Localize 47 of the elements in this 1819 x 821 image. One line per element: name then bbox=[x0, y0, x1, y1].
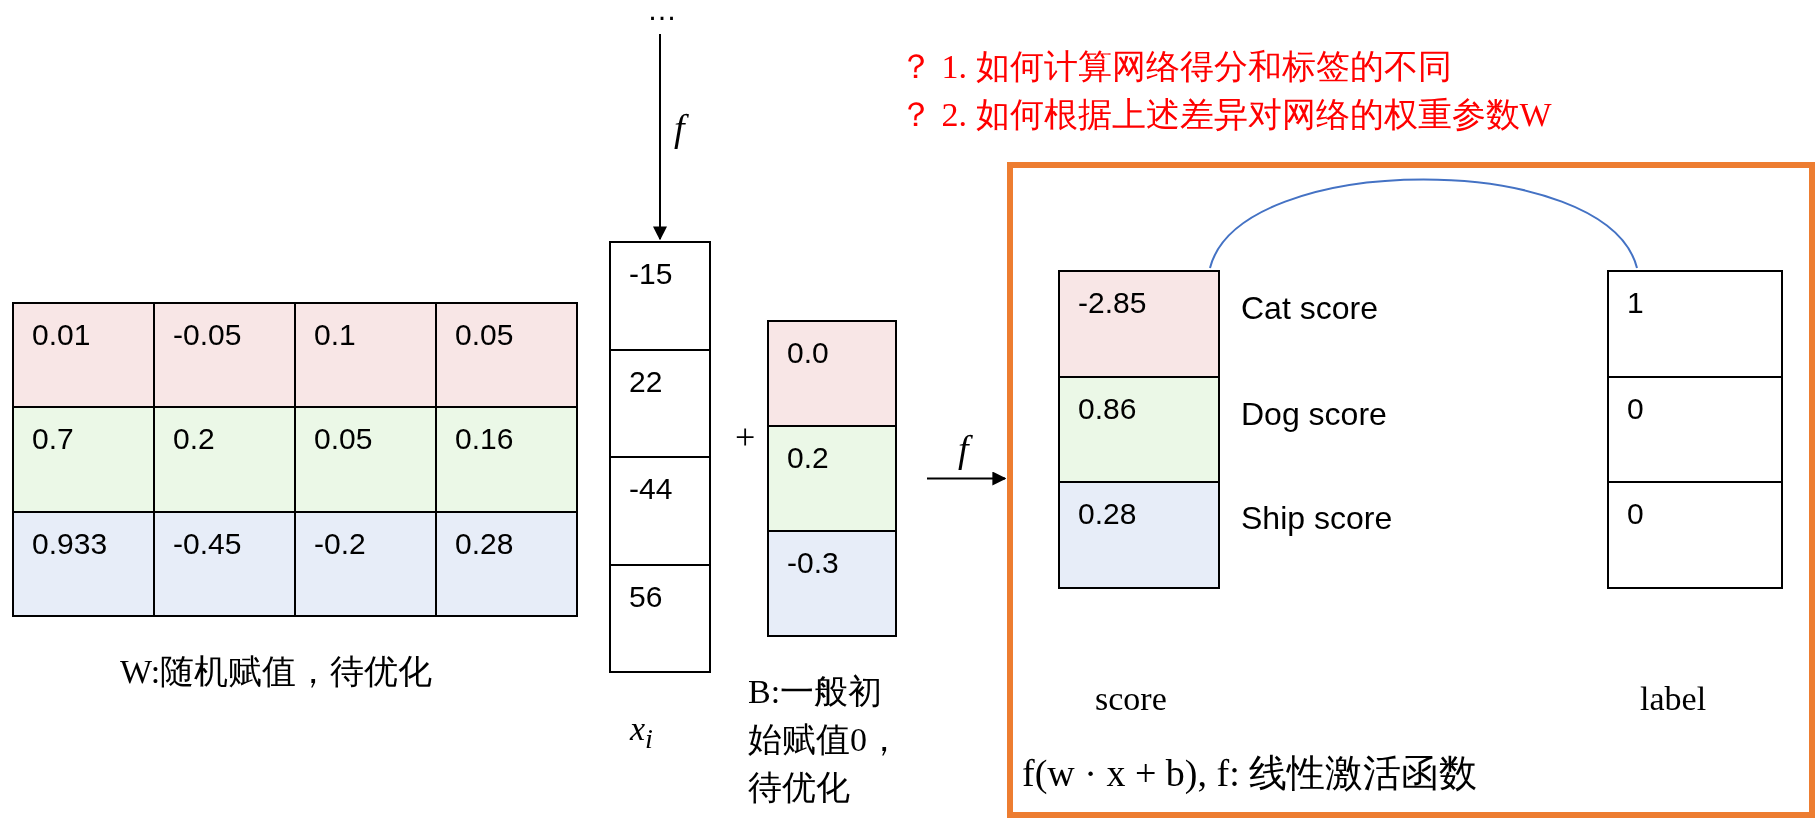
ellipsis-text: … bbox=[640, 0, 684, 30]
class-label: Dog score bbox=[1241, 396, 1387, 433]
matrix-cell: 0.16 bbox=[437, 408, 578, 513]
matrix-cell: 1 bbox=[1609, 272, 1783, 378]
matrix-cell: -0.3 bbox=[769, 532, 897, 637]
matrix-cell: 0.05 bbox=[296, 408, 437, 513]
caption-text: B:一般初始赋值0，待优化 bbox=[748, 672, 902, 808]
matrix-cell: 0.86 bbox=[1060, 377, 1220, 484]
matrix-cell: 0.933 bbox=[14, 512, 155, 617]
matrix-cell: -0.2 bbox=[296, 512, 437, 617]
matrix-cell: -0.45 bbox=[155, 512, 296, 617]
caption-text: x$_{i}$ bbox=[630, 709, 653, 756]
question-text: ？ 1. 如何计算网络得分和标签的不同 bbox=[899, 47, 1452, 87]
arrow bbox=[926, 471, 1007, 486]
highlight-frame bbox=[1007, 162, 1815, 818]
matrix-cell: 0.1 bbox=[296, 304, 437, 409]
caption-text: W:随机赋值，待优化 bbox=[120, 652, 433, 692]
vector-column bbox=[1607, 270, 1783, 589]
vector-column bbox=[767, 320, 897, 637]
matrix-cell: -44 bbox=[611, 458, 711, 566]
vector-column bbox=[609, 241, 711, 673]
matrix-cell: 22 bbox=[611, 350, 711, 458]
formula-text: f(w · x + b), f: 线性激活函数 bbox=[1022, 751, 1478, 796]
matrix-cell: -2.85 bbox=[1060, 272, 1220, 378]
matrix-cell: 0.28 bbox=[1060, 483, 1220, 589]
question-text: ？ 2. 如何根据上述差异对网络的权重参数W bbox=[899, 95, 1552, 135]
plus-sign: + bbox=[735, 416, 756, 458]
matrix-cell: 0.0 bbox=[769, 322, 897, 427]
arrow bbox=[653, 33, 667, 241]
connector-arc bbox=[1209, 178, 1638, 269]
matrix-cell: 56 bbox=[611, 565, 711, 673]
matrix-cell: 0.2 bbox=[769, 427, 897, 532]
matrix-cell: -0.05 bbox=[155, 304, 296, 409]
matrix-cell: 0.05 bbox=[437, 304, 578, 409]
matrix-cell: 0.01 bbox=[14, 304, 155, 409]
caption-text: label bbox=[1640, 679, 1707, 719]
matrix-cell: 0.2 bbox=[155, 408, 296, 513]
matrix-cell: 0.7 bbox=[14, 408, 155, 513]
class-label: Ship score bbox=[1241, 500, 1393, 537]
caption-text: score bbox=[1095, 679, 1167, 719]
matrix-cell: 0 bbox=[1609, 483, 1783, 589]
vector-column bbox=[1058, 270, 1220, 589]
weight-matrix bbox=[12, 302, 578, 617]
class-label: Cat score bbox=[1241, 290, 1378, 327]
matrix-cell: 0 bbox=[1609, 377, 1783, 484]
matrix-cell: -15 bbox=[611, 243, 711, 351]
matrix-cell: 0.28 bbox=[437, 512, 578, 617]
